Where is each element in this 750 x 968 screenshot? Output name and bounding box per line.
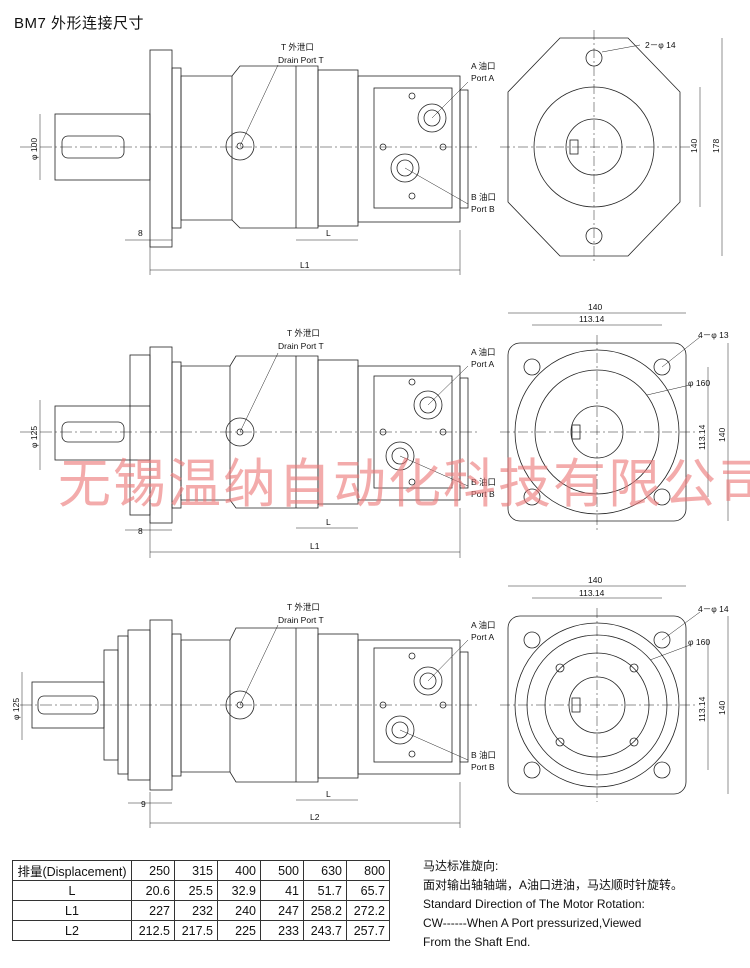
flange-width-2: 8: [138, 526, 143, 536]
table-row: L2 212.5 217.5 225 233 243.7 257.7: [12, 920, 390, 941]
port-a-label-cn-2: A 油口: [471, 347, 496, 357]
length-l-3: L: [326, 789, 331, 799]
note-line: 面对输出轴轴端，A油口进油，马达顺时针旋转。: [423, 878, 684, 892]
end-width-140-3: 140: [588, 575, 602, 585]
end-height-140-2: 140: [717, 428, 727, 442]
length-total-2: L1: [310, 541, 320, 551]
length-total-3: L2: [310, 812, 320, 822]
table-cell: 51.7: [303, 880, 347, 901]
port-b-label-en-2: Port B: [471, 489, 495, 499]
drain-port-label-cn-1: T 外泄口: [281, 42, 314, 52]
table-cell: 20.6: [131, 880, 175, 901]
table-cell: 25.5: [174, 880, 218, 901]
table-cell: 247: [260, 900, 304, 921]
end-view-1: [500, 30, 723, 264]
note-line: CW------When A Port pressurized,Viewed: [423, 916, 642, 930]
port-a-label-en-2: Port A: [471, 359, 494, 369]
table-cell: 227: [131, 900, 175, 921]
flange-width-1: 8: [138, 228, 143, 238]
rotation-note: 马达标准旋向: 面对输出轴轴端，A油口进油，马达顺时针旋转。 Standard …: [423, 857, 683, 952]
table-cell: 257.7: [346, 920, 390, 941]
table-cell: 250: [131, 860, 175, 881]
table-cell: L: [12, 880, 132, 901]
table-cell: 233: [260, 920, 304, 941]
page-title: BM7 外形连接尺寸: [14, 15, 145, 32]
table-cell: 240: [217, 900, 261, 921]
shaft-diameter-3: φ 125: [11, 698, 21, 720]
length-total-1: L1: [300, 260, 310, 270]
end-view-3: [500, 585, 729, 802]
table-cell: 232: [174, 900, 218, 921]
company-watermark: 无锡温纳自动化科技有限公司: [58, 454, 750, 515]
table-header-row: 排量(Displacement) 250 315 400 500 630 800: [12, 860, 390, 881]
port-b-label-cn-1: B 油口: [471, 192, 496, 202]
table-cell: 272.2: [346, 900, 390, 921]
table-cell: 243.7: [303, 920, 347, 941]
end-width-113-2: 113.14: [579, 314, 605, 324]
end-pcd-3: φ 160: [688, 637, 710, 647]
end-width-140-2: 140: [588, 302, 602, 312]
side-view-2: [20, 346, 480, 558]
end-height-113-3: 113.14: [697, 696, 707, 722]
port-a-label-en-3: Port A: [471, 632, 494, 642]
side-view-1: [20, 49, 480, 275]
length-l-1: L: [326, 228, 331, 238]
end-height-113-2: 113.14: [697, 424, 707, 450]
port-b-label-cn-3: B 油口: [471, 750, 496, 760]
table-cell: 258.2: [303, 900, 347, 921]
port-b-label-en-3: Port B: [471, 762, 495, 772]
drain-port-label-cn-3: T 外泄口: [287, 602, 320, 612]
flange-width-3: 9: [141, 799, 146, 809]
table-cell: 630: [303, 860, 347, 881]
end-height-178-1: 178: [711, 139, 721, 153]
port-a-label-en-1: Port A: [471, 73, 494, 83]
note-line: Standard Direction of The Motor Rotation…: [423, 897, 645, 911]
table-cell: 41: [260, 880, 304, 901]
table-cell: 800: [346, 860, 390, 881]
table-cell: 500: [260, 860, 304, 881]
end-holes-2: 4－φ 13: [698, 330, 729, 340]
table-cell: 排量(Displacement): [12, 860, 132, 881]
shaft-diameter-1: φ 100: [29, 138, 39, 160]
length-l-2: L: [326, 517, 331, 527]
drain-port-label-cn-2: T 外泄口: [287, 328, 320, 338]
note-line: From the Shaft End.: [423, 935, 531, 949]
table-row: L 20.6 25.5 32.9 41 51.7 65.7: [12, 880, 390, 901]
port-a-label-cn-3: A 油口: [471, 620, 496, 630]
end-height-140-1: 140: [689, 139, 699, 153]
end-height-140-3: 140: [717, 701, 727, 715]
table-cell: 217.5: [174, 920, 218, 941]
table-cell: 65.7: [346, 880, 390, 901]
displacement-table: 排量(Displacement) 250 315 400 500 630 800…: [12, 860, 390, 941]
note-line: 马达标准旋向:: [423, 859, 499, 873]
port-b-label-cn-2: B 油口: [471, 477, 496, 487]
port-a-label-cn-1: A 油口: [471, 61, 496, 71]
shaft-diameter-2: φ 125: [29, 426, 39, 448]
end-holes-1: 2－φ 14: [645, 40, 676, 50]
table-cell: 315: [174, 860, 218, 881]
side-view-3: [20, 619, 480, 828]
table-cell: 212.5: [131, 920, 175, 941]
drain-port-label-en-3: Drain Port T: [278, 615, 324, 625]
end-width-113-3: 113.14: [579, 588, 605, 598]
drain-port-label-en-2: Drain Port T: [278, 341, 324, 351]
port-b-label-en-1: Port B: [471, 204, 495, 214]
end-holes-3: 4－φ 14: [698, 604, 729, 614]
end-view-2: [500, 312, 729, 530]
drain-port-label-en-1: Drain Port T: [278, 55, 324, 65]
table-cell: L1: [12, 900, 132, 921]
table-cell: L2: [12, 920, 132, 941]
table-cell: 400: [217, 860, 261, 881]
table-cell: 225: [217, 920, 261, 941]
end-pcd-2: φ 160: [688, 378, 710, 388]
table-row: L1 227 232 240 247 258.2 272.2: [12, 900, 390, 921]
table-cell: 32.9: [217, 880, 261, 901]
